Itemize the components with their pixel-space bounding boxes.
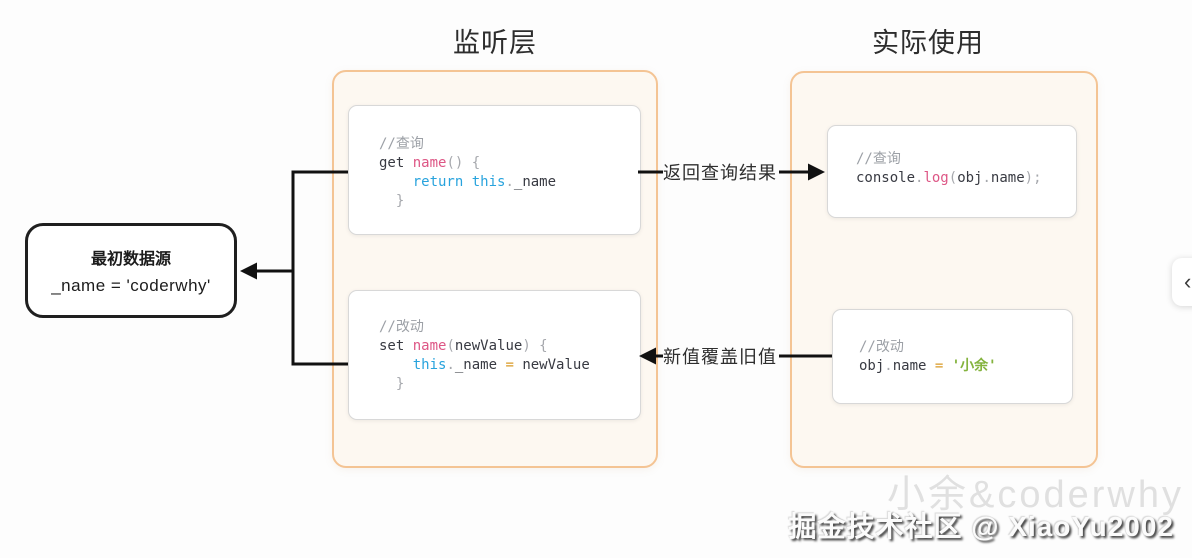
source-box-value: _name = 'coderwhy' [51, 276, 211, 295]
code-line: //查询 [379, 136, 424, 152]
code-line: console.log(obj.name); [856, 170, 1042, 186]
code-line: obj.name = '小余' [859, 358, 997, 374]
code-line: //改动 [379, 319, 424, 335]
code-line: //查询 [856, 151, 901, 167]
assign-value-code-box: //改动 obj.name = '小余' [832, 309, 1073, 404]
code-line: } [379, 376, 405, 392]
code-line: get name() { [379, 155, 481, 171]
query-result-label: 返回查询结果 [663, 163, 777, 183]
overwrite-value-label: 新值覆盖旧值 [663, 347, 777, 367]
title-listener-layer: 监听层 [453, 28, 537, 58]
code-line: } [379, 193, 405, 209]
console-log-code-box: //查询 console.log(obj.name); [827, 125, 1077, 218]
setter-code-box: //改动 set name(newValue) { this._name = ne… [348, 290, 641, 420]
code-line: this._name = newValue [412, 357, 590, 373]
source-box-title: 最初数据源 [90, 251, 171, 268]
chevron-left-icon: ‹ [1184, 269, 1192, 294]
initial-data-source-box: 最初数据源 _name = 'coderwhy' [25, 223, 237, 318]
getter-code-box: //查询 get name() { return this._name } [348, 105, 641, 235]
to-source-arrowhead [240, 262, 257, 280]
code-line: return this._name [412, 174, 557, 190]
title-actual-usage: 实际使用 [872, 28, 984, 58]
watermark-ghost: 小余&coderwhy [887, 474, 1184, 516]
code-line: set name(newValue) { [379, 338, 548, 354]
watermark-text: 掘金技术社区 @ XiaoYu2002 [788, 511, 1174, 542]
code-line: //改动 [859, 339, 904, 355]
collapse-handle-button[interactable]: ‹ [1172, 258, 1192, 306]
